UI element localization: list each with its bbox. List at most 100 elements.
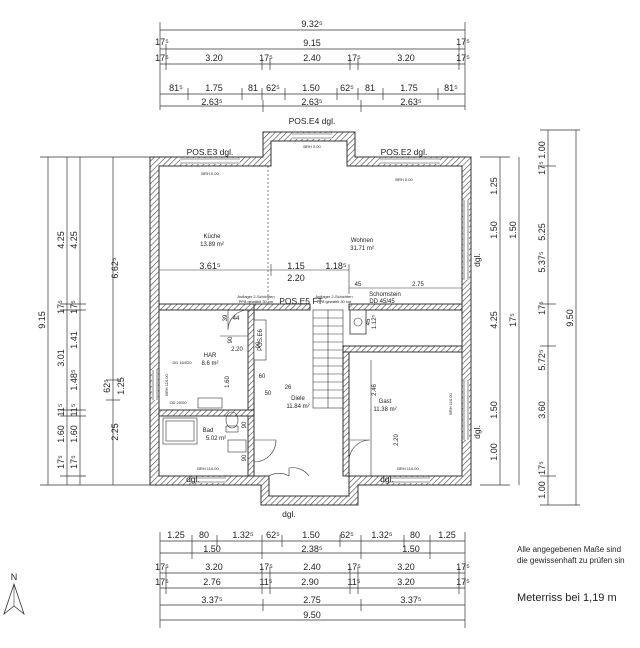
dim-text: 3.60: [537, 401, 547, 419]
note-line-1: Alle angegebenen Maße sind: [517, 545, 622, 554]
room-name: HAR: [204, 353, 217, 359]
sanitary: [162, 397, 247, 453]
dim-text: 11⁵: [69, 403, 79, 416]
dim-text: 80: [410, 530, 420, 540]
bottom-dimension-chains: 1.25 80 1.32⁵ 62⁵ 1.50 62⁵ 1.32⁵ 80 1.25…: [155, 530, 470, 628]
staircase: [312, 309, 344, 409]
dim-text: 1.75: [205, 83, 223, 93]
dim-text: 17⁵: [347, 562, 361, 572]
dim-text: 1.32⁵: [371, 530, 393, 540]
dim-text: 2.40: [303, 562, 321, 572]
dim-text: 62⁵: [102, 379, 112, 393]
dim-text: 50: [265, 391, 272, 397]
wall-e6: [253, 303, 311, 311]
dim-text: 90: [242, 421, 248, 428]
pos-e3-label: POS.E3 dgl.: [187, 147, 234, 157]
dim-text: 81: [365, 83, 375, 93]
dim-text: 60: [259, 374, 266, 380]
dim-text: 17⁵: [69, 300, 79, 314]
bathtub-inner: [165, 420, 195, 442]
dim-text: 17⁵: [56, 300, 66, 314]
dim-text: 9.50: [565, 309, 575, 327]
dim-text: 3.20: [205, 562, 223, 572]
north-label: N: [11, 572, 18, 582]
chimney-flue: [353, 317, 363, 327]
dim-text: 17⁵: [456, 562, 470, 572]
dim-text: 4.25: [489, 311, 499, 329]
dim-text: 3.20: [397, 577, 415, 587]
dim-text: 17⁵: [155, 37, 169, 47]
dim-text: 17⁵: [456, 37, 470, 47]
meterriss-caption: Meterriss bei 1,19 m: [517, 592, 617, 604]
dim-text: 1.48⁵: [69, 369, 79, 391]
dim-text: 5.37⁵: [537, 251, 547, 273]
dim-text: 2.46: [372, 384, 378, 396]
dim-text: 1.25: [116, 377, 126, 395]
dim-text: 1.15: [287, 261, 305, 271]
dim-text: 2.63⁵: [201, 97, 223, 107]
note-text: BRH 0.00: [395, 177, 413, 182]
dim-text: 4.25: [69, 231, 79, 249]
wall-wohnen-bottom: [348, 303, 463, 311]
dim-text: 1.50: [402, 544, 420, 554]
room-area: 5.02 m²: [206, 436, 226, 442]
dim-text: 6.62⁵: [110, 257, 120, 279]
dim-text: 3.20: [205, 53, 223, 63]
dim-text: 1.25: [167, 530, 185, 540]
dim-text: 3.37⁵: [201, 595, 223, 605]
dim-text: 1.00: [537, 481, 547, 499]
room-area: 13.89 m²: [200, 242, 224, 248]
note-text: BRH 110.00: [448, 392, 453, 414]
note-text: BRH 0.00: [201, 171, 219, 176]
pos-e6-label: POS.E6: [258, 329, 264, 351]
north-arrow: N: [3, 572, 25, 616]
interior-walls: [158, 303, 463, 477]
dim-text: 62⁵: [266, 530, 280, 540]
dim-text: 62⁵: [266, 83, 280, 93]
note-text: DD 16/020: [172, 360, 192, 365]
dim-text: 1.50: [203, 544, 221, 554]
dim-text: 1.00: [537, 141, 547, 159]
windows: [152, 133, 469, 483]
dim-text: 17⁵: [537, 461, 547, 475]
chimney-label: Schornstein: [369, 292, 401, 298]
counter: [197, 397, 223, 409]
dim-text: 90: [242, 454, 248, 461]
dim-text: 1.32⁵: [232, 530, 254, 540]
pos-e2-label: POS.E2 dgl.: [381, 147, 428, 157]
dim-text: 2.63⁵: [301, 97, 323, 107]
dim-text: 1.25: [438, 530, 456, 540]
note-line-2: die gewissenhaft zu prüfen sin: [517, 556, 625, 565]
exterior-walls: [149, 131, 472, 506]
dim-text: 1.50: [489, 221, 499, 239]
dim-text: 1.12⁵: [371, 314, 378, 329]
dim-text: 2.90: [301, 577, 319, 587]
dim-text: 2.25: [110, 423, 120, 441]
interior-dimensions: 3.61⁵ 1.15 1.18⁵ 2.20 45 2.75 2.20 1.60 …: [199, 261, 424, 461]
dim-text: 2.75: [303, 595, 321, 605]
dim-text: 2.20: [287, 273, 305, 283]
dim-text: 44: [233, 316, 240, 322]
note-text: PP8 gewählt 30 cm: [239, 299, 274, 304]
dim-text: 11⁵: [347, 577, 360, 587]
room-area: 11.38 m²: [373, 407, 396, 413]
dim-text: 11⁵: [259, 577, 272, 587]
room-area: 8.6 m²: [201, 361, 218, 367]
wall-har-right: [247, 309, 255, 411]
note-text: PP8 gewählt 30 cm: [317, 299, 352, 304]
dim-text: 17⁵: [508, 313, 518, 327]
dim-text: 17⁵: [155, 53, 169, 63]
dim-text: 90: [256, 341, 262, 348]
dim-text: 62⁵: [340, 83, 354, 93]
dim-text: 5.25: [537, 223, 547, 241]
dim-text: 2.20: [231, 347, 243, 353]
wall-bad-right: [247, 415, 255, 477]
dim-text: 2.40: [303, 53, 321, 63]
dgl-label: dgl.: [380, 474, 394, 484]
dim-text: 9.15: [303, 38, 321, 48]
toilet-tank: [225, 425, 239, 433]
outer-wall: [149, 131, 472, 506]
dim-text: 81⁵: [169, 83, 183, 93]
dim-text: 17⁵: [69, 455, 79, 469]
